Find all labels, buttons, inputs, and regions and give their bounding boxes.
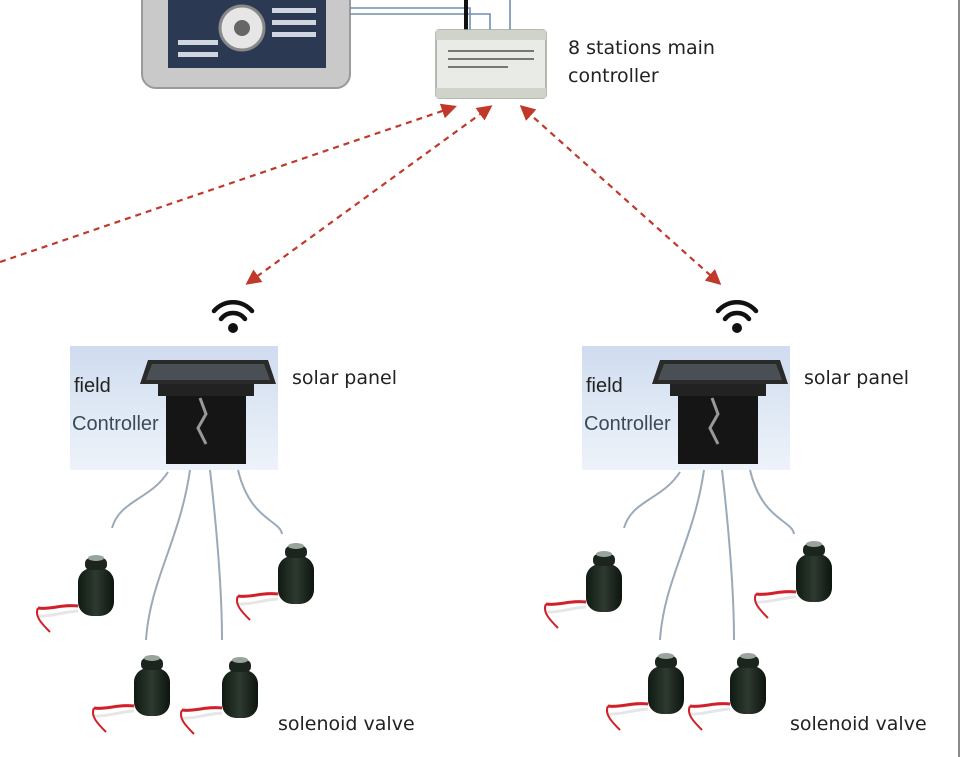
relay-board-icon (435, 0, 547, 99)
field-controller-left (70, 346, 278, 470)
solenoid-valve-label-left: solenoid valve (278, 713, 415, 735)
solar-panel-label-left: solar panel (292, 367, 398, 389)
solar-panel-label-right: solar panel (804, 367, 910, 389)
solenoid-valve-icon (543, 549, 624, 630)
wires-left (111, 469, 283, 641)
solar-panel-icon (652, 360, 788, 384)
solar-panel-icon (140, 360, 276, 384)
solenoid-valve-icon (605, 651, 686, 732)
wireless-links (0, 103, 722, 286)
irrigation-timer-icon (141, 0, 351, 89)
wifi-icon (214, 302, 252, 333)
wires-right (623, 469, 795, 641)
controller-label-left: Controller (72, 413, 159, 435)
solenoid-valve-icon (753, 539, 834, 620)
solenoid-valve-icon (235, 541, 316, 622)
wifi-icon (718, 302, 756, 333)
controller-label-right: Controller (584, 413, 671, 435)
solenoid-valve-icon (179, 655, 260, 736)
field-label-left: field (74, 375, 111, 397)
solenoid-valve-icon (687, 651, 768, 732)
main-controller-label-line2: controller (568, 65, 659, 87)
image-border (958, 0, 960, 757)
field-label-right: field (586, 375, 623, 397)
solenoid-valve-icon (91, 653, 172, 734)
solenoid-valve-label-right: solenoid valve (790, 713, 927, 735)
solenoid-valve-icon (35, 553, 116, 634)
main-controller-label-line1: 8 stations main (568, 37, 715, 59)
field-controller-right (582, 346, 790, 470)
